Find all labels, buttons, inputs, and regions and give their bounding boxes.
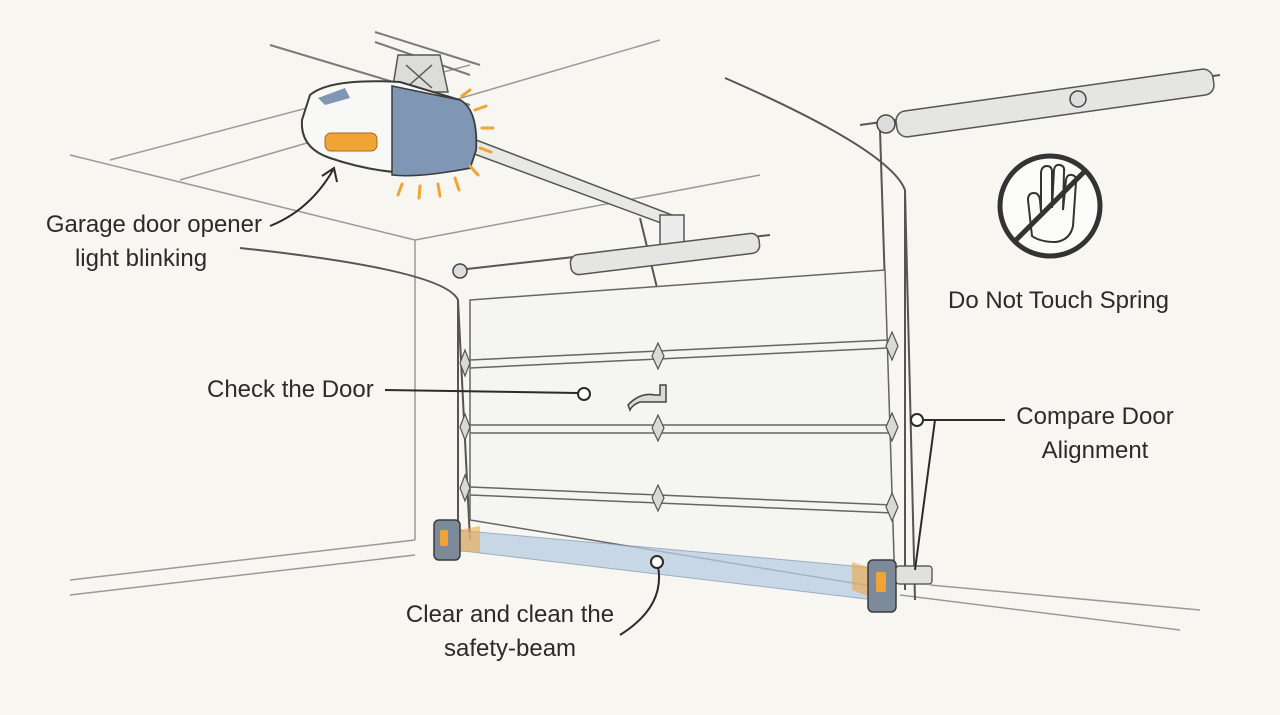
opener-callout-line <box>269 169 334 227</box>
blinking-light-rays <box>396 88 495 200</box>
beam-glow-left <box>458 526 480 552</box>
safety-beam-label-line2: safety-beam <box>443 635 577 662</box>
alignment-label-line1: Compare Door <box>1016 403 1174 430</box>
spring-warning-label: Do Not Touch Spring <box>948 287 1170 314</box>
opener-callout-arrowhead <box>321 166 338 183</box>
alignment-label: Compare Door Alignment <box>1010 400 1180 468</box>
beam-glow-right <box>852 562 872 598</box>
torsion-springs <box>452 68 1221 279</box>
check-door-callout-line <box>384 389 579 394</box>
opener-label: Garage door opener light blinking <box>40 208 262 276</box>
safety-sensor-right <box>867 559 933 613</box>
alignment-label-line2: Alignment <box>1041 437 1149 464</box>
safety-beam-label: Clear and clean the safety-beam <box>395 598 625 666</box>
check-door-label: Check the Door <box>207 376 374 403</box>
garage-opener-motor <box>300 80 478 177</box>
opener-label-line2: light blinking <box>74 245 208 272</box>
opener-bracket <box>391 54 449 93</box>
opener-label-line1: Garage door opener <box>45 211 262 238</box>
safety-beam-label-line1: Clear and clean the <box>405 601 615 628</box>
check-door-marker <box>577 387 591 401</box>
alignment-callout-line-2 <box>914 419 936 571</box>
callout-lines <box>269 166 1005 636</box>
beam-callout-line <box>619 561 661 636</box>
callout-markers <box>577 387 924 569</box>
no-touch-icon <box>997 153 1103 259</box>
door-hinges <box>459 330 899 523</box>
safety-sensor-left <box>433 519 461 561</box>
beam-marker <box>650 555 664 569</box>
alignment-marker <box>910 413 924 427</box>
door-handle <box>627 384 667 413</box>
opener-rail <box>449 128 685 301</box>
